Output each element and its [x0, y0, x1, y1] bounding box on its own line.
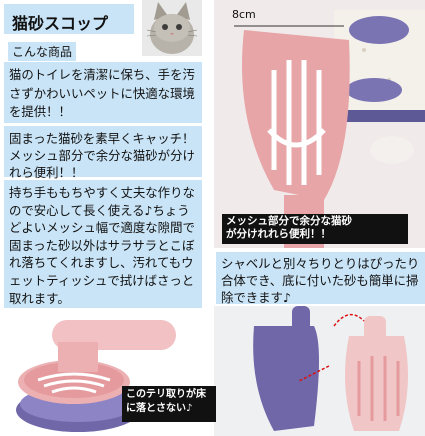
- product-photo-bottom: [214, 306, 425, 436]
- product-photo-top: [214, 0, 425, 248]
- info-text: シャベルと別々ちりとりはぴったり合体でき、底に付いた砂も簡単に掃除できます♪: [221, 256, 420, 305]
- page-title: 猫砂スコップ: [12, 14, 109, 33]
- info-box: シャベルと別々ちりとりはぴったり合体でき、底に付いた砂も簡単に掃除できます♪: [216, 252, 425, 305]
- caption-dustpan: このテリ取りが床 に落とさない♪: [122, 386, 216, 422]
- caption-dustpan-line1: このテリ取りが床: [126, 389, 206, 400]
- title-bar: 猫砂スコップ: [4, 4, 134, 34]
- cat-photo: [142, 0, 202, 56]
- scoop-illustration-left: [16, 320, 176, 432]
- caption-dustpan-line2: に落とさない♪: [126, 403, 193, 414]
- feature-box-1: 猫のトイレを清潔に保ち、手を汚さずかわいいペットに快適な環境を提供！！: [4, 62, 202, 123]
- feature-text-3: 持ち手ももちやすく丈夫な作りなので安心して長く使える♪ちょうどよいメッシュ幅で適…: [9, 185, 195, 306]
- caption-mesh: メッシュ部分で余分な猫砂 が分けれれら便利！！: [222, 214, 408, 244]
- caption-mesh-line2: が分けれれら便利！！: [226, 228, 331, 240]
- feature-box-3: 持ち手ももちやすく丈夫な作りなので安心して長く使える♪ちょうどよいメッシュ幅で適…: [4, 180, 202, 308]
- feature-box-2: 固まった猫砂を素早くキャッチ！メッシュ部分で余分な猫砂が分けれら便利！！: [4, 126, 202, 180]
- subtitle: こんな商品: [8, 42, 77, 61]
- feature-text-2: 固まった猫砂を素早くキャッチ！メッシュ部分で余分な猫砂が分けれら便利！！: [9, 131, 195, 180]
- feature-text-1: 猫のトイレを清潔に保ち、手を汚さずかわいいペットに快適な環境を提供！！: [9, 67, 195, 120]
- dimension-label: 8cm: [232, 8, 256, 21]
- caption-mesh-line1: メッシュ部分で余分な猫砂: [226, 215, 352, 227]
